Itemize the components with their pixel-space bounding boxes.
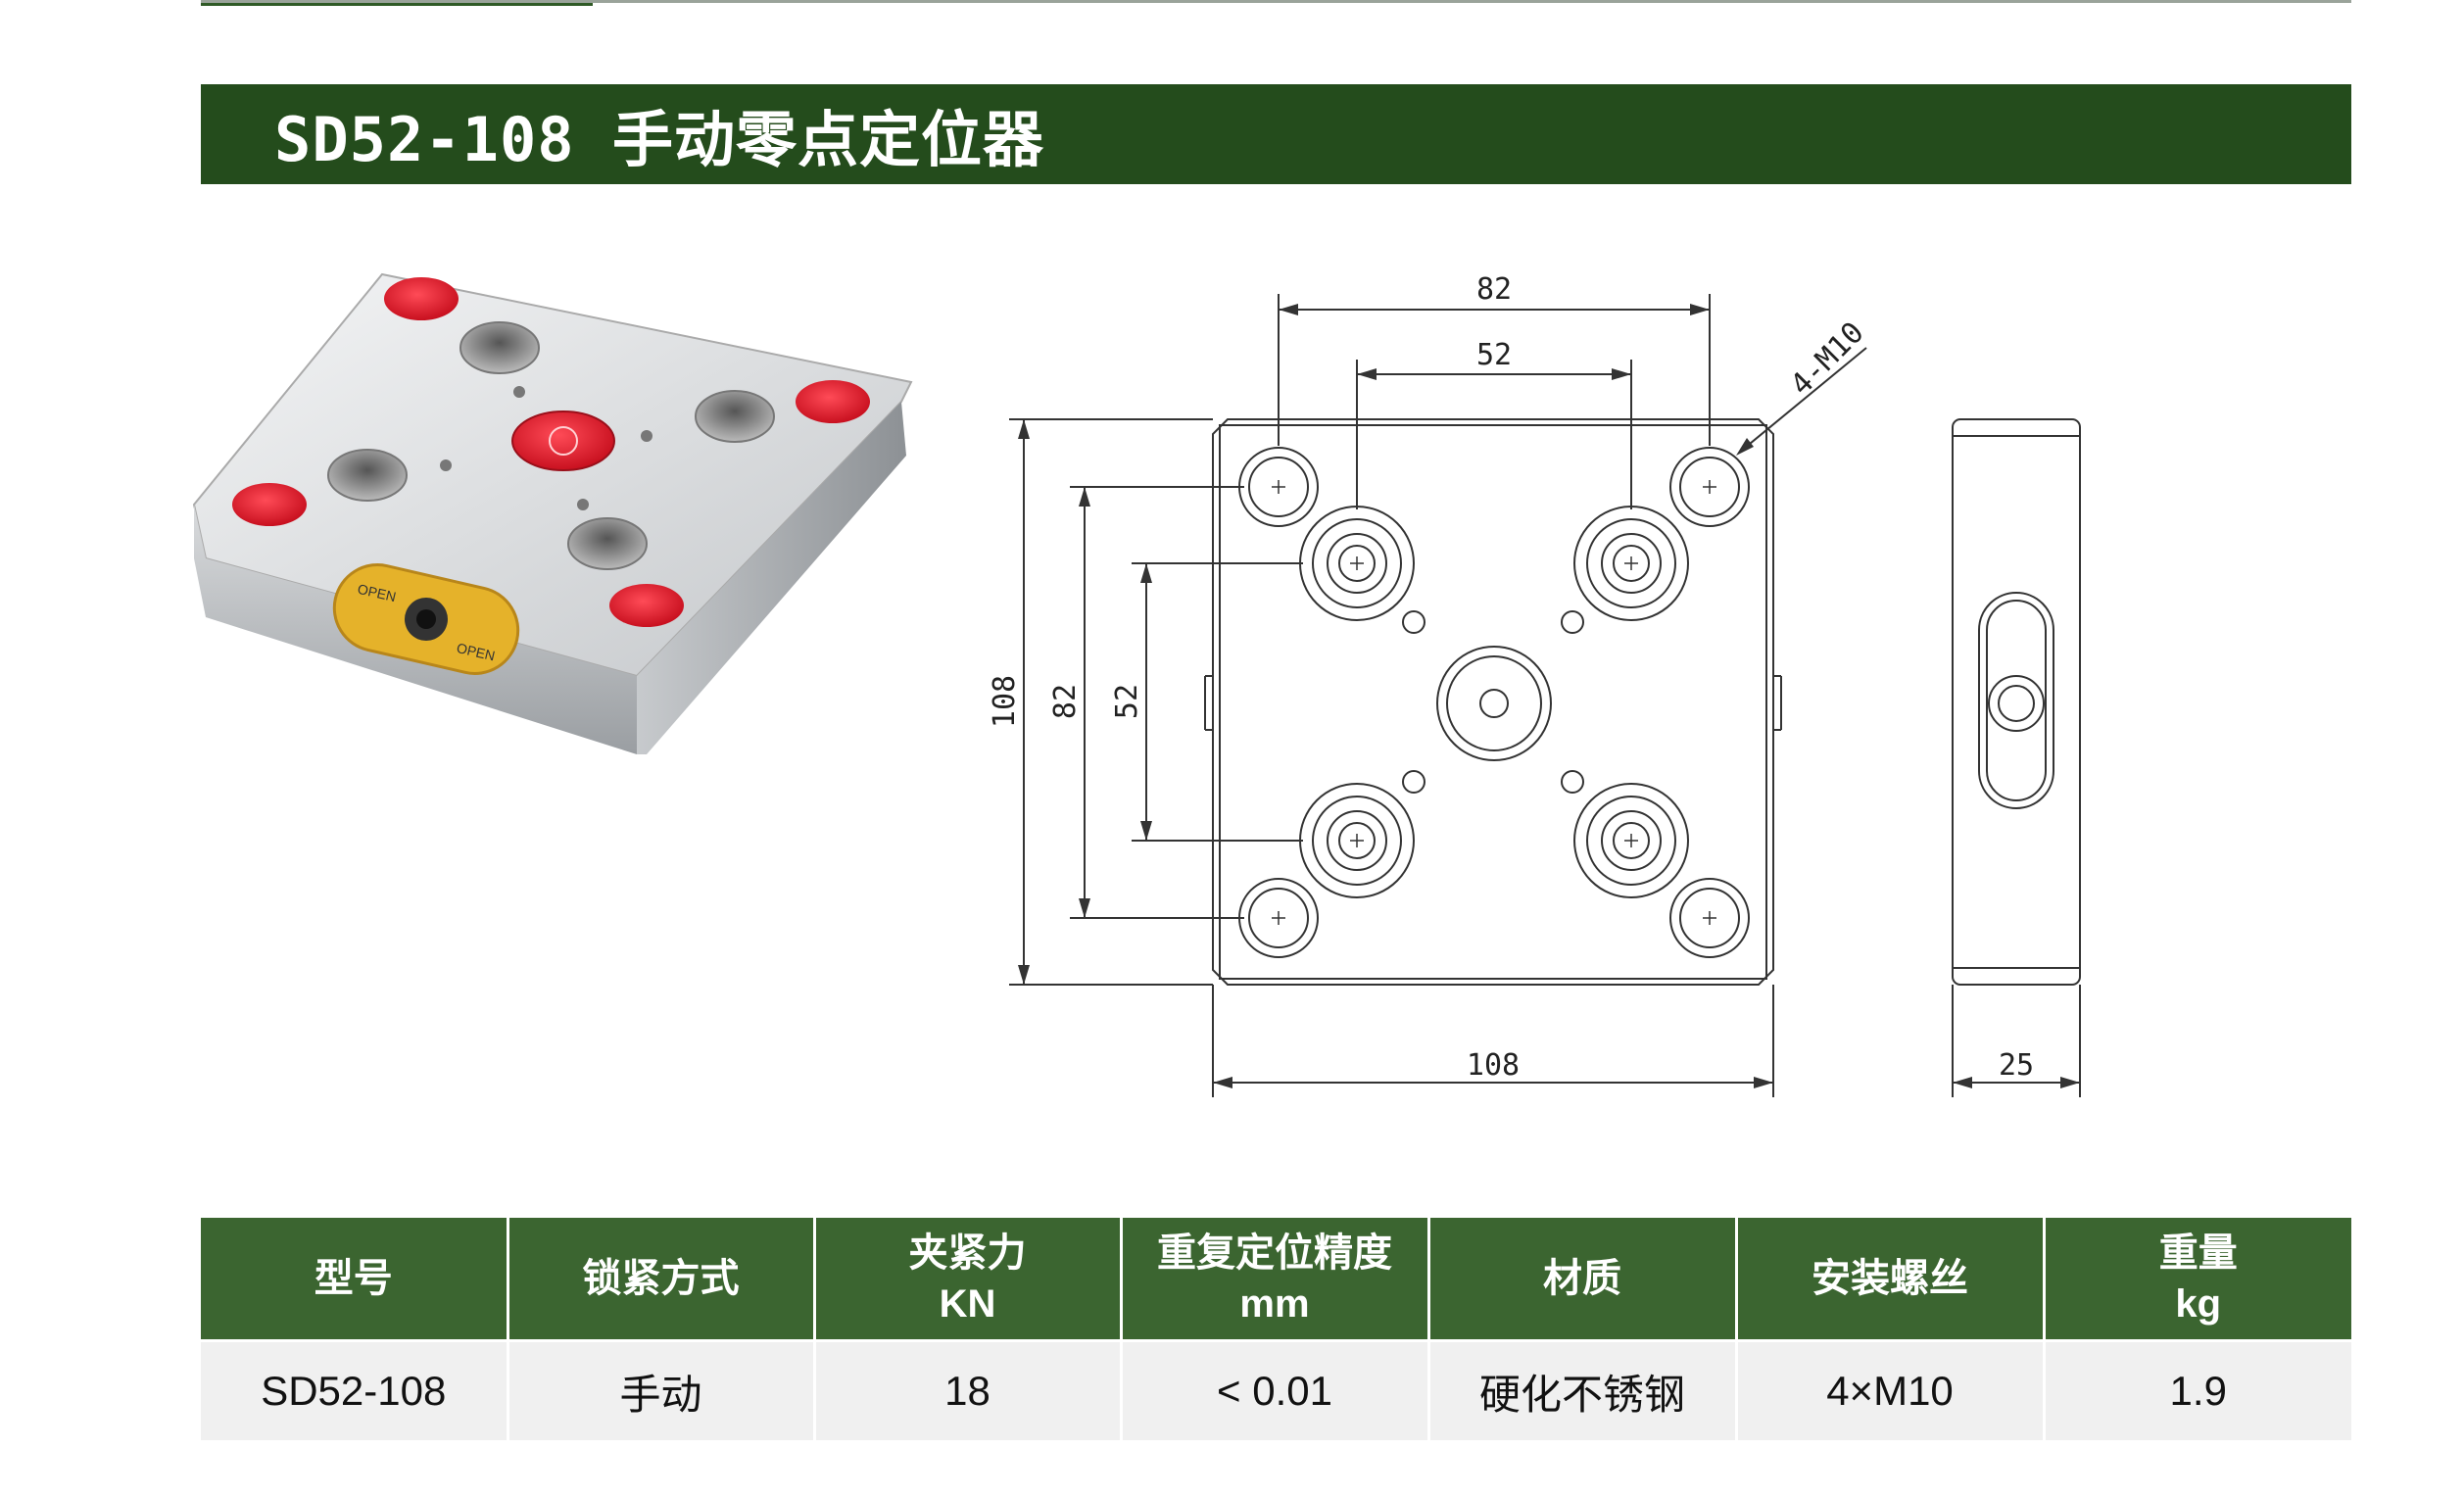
dim-bottom: 108	[1467, 1048, 1520, 1083]
product-photo: OPEN OPEN	[192, 272, 913, 754]
cell-repeatability: < 0.01	[1119, 1339, 1428, 1440]
thread-callout: 4-M10	[1784, 315, 1871, 403]
dim-left-total: 108	[988, 675, 1022, 728]
dim-top-inner: 52	[1476, 338, 1512, 372]
top-divider	[201, 0, 2351, 3]
side-view-drawing: 25	[1952, 418, 2081, 1097]
title-bar: SD52-108 手动零点定位器	[201, 84, 2351, 184]
header-mount-screw: 安装螺丝	[1734, 1218, 2044, 1341]
page-title: SD52-108 手动零点定位器	[274, 104, 1044, 175]
dim-left-mid: 82	[1048, 684, 1083, 719]
cell-weight: 1.9	[2042, 1339, 2351, 1440]
dim-side-width: 25	[1999, 1048, 2034, 1083]
dim-top-outer: 82	[1476, 272, 1512, 307]
header-lock-type: 锁紧方式	[506, 1218, 814, 1341]
cell-clamp-force: 18	[812, 1339, 1121, 1440]
top-accent-rule	[201, 0, 593, 6]
cell-model: SD52-108	[201, 1339, 507, 1440]
cell-mount-screw: 4×M10	[1734, 1339, 2044, 1440]
cell-material: 硬化不锈钢	[1426, 1339, 1736, 1440]
cell-lock-type: 手动	[506, 1339, 814, 1440]
technical-drawing: 82 52 4-M10 108 82 52 108	[988, 272, 1871, 1097]
header-material: 材质	[1426, 1218, 1736, 1341]
table-row: SD52-108 手动 18 < 0.01 硬化不锈钢 4×M10 1.9	[201, 1339, 2351, 1440]
header-model: 型号	[201, 1218, 507, 1341]
dim-left-inner: 52	[1110, 684, 1144, 719]
